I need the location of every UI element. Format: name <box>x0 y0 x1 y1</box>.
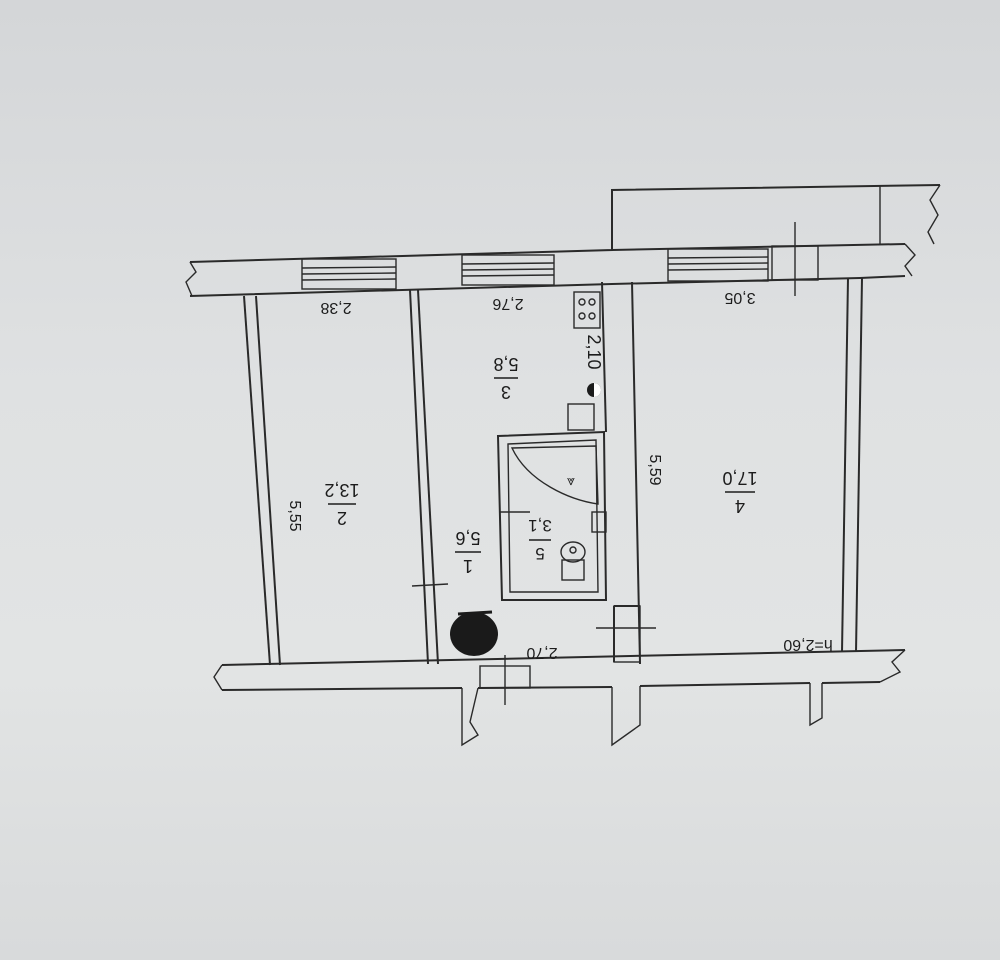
dimension-room2-length: 5,55 <box>286 500 303 531</box>
room-4-number: 4 <box>735 496 745 516</box>
dimension-room2-width: 2,38 <box>320 299 351 316</box>
window-room4 <box>667 248 769 282</box>
dimension-room4-length: 5,59 <box>646 454 663 485</box>
svg-text:⩓: ⩓ <box>567 475 575 491</box>
room-5-label: 5 3,1 <box>528 516 552 563</box>
water-heater-icon <box>587 383 601 397</box>
dimension-hall-width: 2,70 <box>526 644 557 661</box>
room-4 <box>841 277 863 653</box>
top-exterior-wall <box>185 184 941 297</box>
stove-icon <box>573 291 601 329</box>
room-5-bathroom: ⩓ <box>496 430 608 601</box>
dimension-room3-length: 2,10 <box>584 334 604 369</box>
ceiling-height: h=2,60 <box>783 636 832 653</box>
room-2-area: 13,2 <box>324 480 359 500</box>
kitchen-hall-walls <box>596 281 656 665</box>
room-2-number: 2 <box>337 508 347 528</box>
kitchen-sink <box>567 403 595 431</box>
bathtub <box>510 445 599 505</box>
room-1-number: 1 <box>463 556 473 576</box>
room-1-area: 5,6 <box>455 528 480 548</box>
room-3-label: 3 5,8 <box>493 354 518 402</box>
entrance-door <box>479 655 531 705</box>
balcony-door <box>771 222 819 296</box>
room-3-number: 3 <box>501 382 511 402</box>
room-5-number: 5 <box>535 544 544 563</box>
dimension-room3-width: 2,76 <box>492 295 523 312</box>
bottom-exterior-wall <box>213 649 906 747</box>
room-1-label: 1 5,6 <box>455 528 481 576</box>
window-room2 <box>301 258 397 290</box>
room-5-area: 3,1 <box>528 516 552 535</box>
room-4-label: 4 17,0 <box>722 468 757 516</box>
dimension-room4-width: 3,05 <box>724 289 755 306</box>
room-2-label: 2 13,2 <box>324 480 359 528</box>
toilet-icon <box>560 541 586 581</box>
room-2 <box>243 289 449 666</box>
room-3-area: 5,8 <box>493 354 518 374</box>
window-room3 <box>461 254 555 286</box>
room-4-area: 17,0 <box>722 468 757 488</box>
redaction-mark <box>450 610 498 656</box>
bathroom-sink <box>591 511 607 533</box>
